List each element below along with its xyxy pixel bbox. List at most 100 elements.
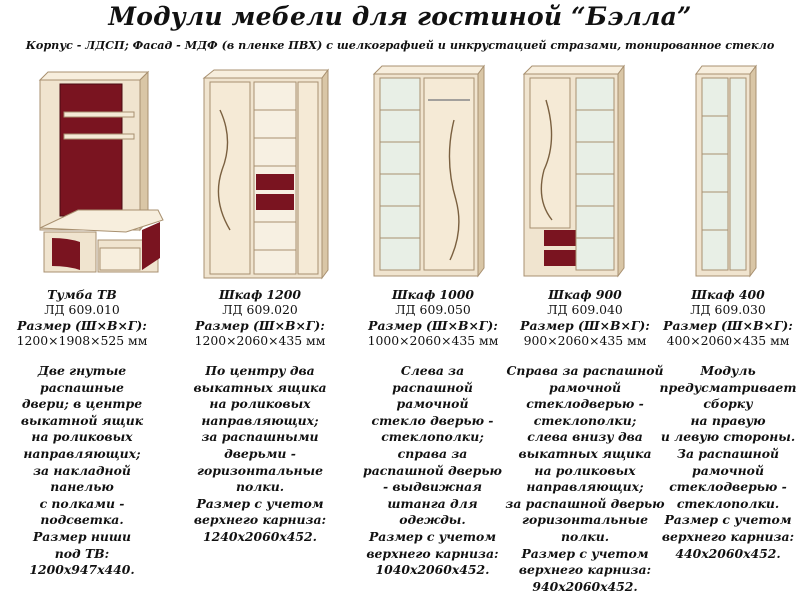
description-line: на роликовых — [209, 396, 311, 412]
description-line: верхнего карниза: — [193, 512, 327, 528]
description-line: предусматривает — [659, 379, 797, 395]
module-size: 1200×1908×525 мм — [16, 333, 148, 349]
description-line: дверьми - — [224, 445, 296, 461]
description-line: стеклополки; — [533, 412, 637, 428]
description-line: распашной дверью — [363, 462, 502, 478]
description-line: одежды. — [399, 512, 466, 528]
tv-stand-illustration — [38, 60, 168, 280]
description-line: за распашной дверью — [505, 495, 665, 511]
module-name: Шкаф 1000 — [391, 287, 475, 302]
cabinet-900-illustration — [520, 60, 630, 280]
description-line: стеклополки. — [676, 495, 780, 511]
description-line: направляющих; — [201, 412, 319, 428]
module-code: ЛД 609.050 — [395, 302, 471, 318]
description-line: на роликовых — [534, 462, 636, 478]
module-caption-400: Шкаф 400 ЛД 609.030 Размер (Ш×В×Г): 400×… — [658, 287, 798, 349]
module-caption-1000: Шкаф 1000 ЛД 609.050 Размер (Ш×В×Г): 100… — [348, 287, 518, 349]
description-line: полки. — [235, 479, 285, 495]
description-line: верхнего карниза: — [366, 545, 499, 561]
materials-subtitle: Корпус - ЛДСП; Фасад - МДФ (в пленке ПВХ… — [25, 38, 775, 52]
module-size-label: Размер (Ш×В×Г): — [17, 317, 147, 333]
description-line: 440х2060х452. — [675, 545, 781, 561]
description-line: 940х2060х452. — [532, 578, 638, 594]
description-line: 1240х2060х452. — [203, 528, 317, 544]
description-line: подсветка. — [40, 512, 124, 528]
description-line: За распашной — [677, 445, 779, 461]
module-size-label: Размер (Ш×В×Г): — [368, 317, 498, 333]
description-line: двери; в центре — [21, 396, 143, 412]
description-line: распашной — [392, 379, 473, 395]
module-size: 1200×2060×435 мм — [194, 333, 326, 349]
description-line: панелью — [50, 479, 114, 495]
description-line: с полками - — [39, 495, 125, 511]
description-line: направляющих; — [23, 445, 141, 461]
description-line: стеклодверью - — [526, 396, 644, 412]
module-size-label: Размер (Ш×В×Г): — [663, 317, 793, 333]
module-name: Тумба ТВ — [47, 287, 117, 302]
description-line: выкатных ящика — [193, 379, 327, 395]
description-line: за распашными — [201, 429, 319, 445]
description-line: Размер с учетом — [368, 528, 497, 544]
description-line: По центру два — [205, 363, 315, 378]
description-line: под ТВ: — [54, 545, 110, 561]
description-line: справа за — [397, 445, 468, 461]
description-line: сборку — [703, 396, 753, 412]
module-name: Шкаф 400 — [691, 287, 765, 302]
description-line: 1040х2060х452. — [375, 562, 490, 578]
description-line: рамочной — [692, 462, 764, 478]
description-line: рамочной — [549, 379, 621, 395]
description-line: направляющих; — [526, 479, 644, 495]
module-code: ЛД 609.030 — [690, 302, 766, 318]
module-size-label: Размер (Ш×В×Г): — [520, 317, 650, 333]
description-line: распашные — [40, 379, 124, 395]
description-line: Справа за распашной — [506, 363, 664, 378]
cabinet-1200-illustration — [200, 60, 340, 280]
description-line: горизонтальные — [521, 512, 649, 528]
module-code: ЛД 609.040 — [547, 302, 623, 318]
cabinet-1000-illustration — [370, 60, 490, 280]
description-line: верхнего карниза: — [661, 528, 795, 544]
module-caption-1200: Шкаф 1200 ЛД 609.020 Размер (Ш×В×Г): 120… — [175, 287, 345, 349]
description-line: выкатной ящик — [20, 412, 144, 428]
description-line: рамочной — [396, 396, 469, 412]
description-line: стеклополки; — [381, 429, 484, 445]
page-title: Модули мебели для гостиной “Бэлла” — [108, 2, 692, 31]
description-line: - выдвижная — [382, 479, 483, 495]
cabinet-400-illustration — [692, 60, 762, 280]
description-line: на роликовых — [31, 429, 133, 445]
description-line: Размер с учетом — [196, 495, 324, 511]
description-line: штанга для — [387, 495, 478, 511]
description-line: верхнего карниза: — [518, 562, 652, 578]
module-name: Шкаф 1200 — [218, 287, 302, 302]
module-caption-900: Шкаф 900 ЛД 609.040 Размер (Ш×В×Г): 900×… — [500, 287, 670, 349]
description-line: и левую стороны. — [660, 429, 796, 445]
module-code: ЛД 609.010 — [44, 302, 120, 318]
description-line: стекло дверью - — [371, 412, 494, 428]
module-size: 400×2060×435 мм — [666, 333, 790, 349]
module-name: Шкаф 900 — [548, 287, 622, 302]
module-code: ЛД 609.020 — [222, 302, 298, 318]
description-line: за накладной — [33, 462, 131, 478]
module-caption-tv-stand: Тумба ТВ ЛД 609.010 Размер (Ш×В×Г): 1200… — [2, 287, 162, 349]
description-line: на правую — [690, 412, 766, 428]
description-line: выкатных ящика — [518, 445, 652, 461]
description-line: горизонтальные — [196, 462, 324, 478]
description-line: стеклодверью - — [669, 479, 787, 495]
description-line: 1200х947х440. — [29, 562, 135, 578]
description-line: Модуль — [700, 363, 756, 378]
module-size: 1000×2060×435 мм — [367, 333, 499, 349]
description-line: Слева за — [400, 363, 465, 378]
description-line: Размер с учетом — [664, 512, 792, 528]
module-size-label: Размер (Ш×В×Г): — [195, 317, 325, 333]
description-line: Две гнутые — [37, 363, 127, 378]
description-line: Размер ниши — [32, 528, 132, 544]
description-line: Размер с учетом — [521, 545, 649, 561]
description-line: полки. — [560, 528, 610, 544]
module-size: 900×2060×435 мм — [523, 333, 647, 349]
description-line: слева внизу два — [527, 429, 643, 445]
